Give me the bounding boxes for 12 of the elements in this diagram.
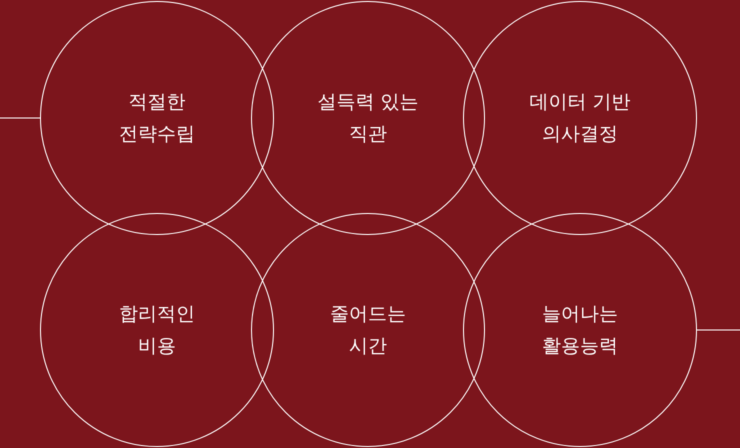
circle-label: 늘어나는 활용능력 <box>541 302 619 359</box>
circle-node <box>40 1 274 235</box>
circle-node <box>251 1 485 235</box>
circle-label: 적절한 전략수립 <box>118 90 196 147</box>
circle-label: 설득력 있는 직관 <box>316 90 420 147</box>
circle-node <box>463 1 697 235</box>
circle-label: 줄어드는 시간 <box>329 302 407 359</box>
circle-node <box>463 213 697 447</box>
circle-node <box>40 213 274 447</box>
circle-label: 데이터 기반 의사결정 <box>528 90 632 147</box>
circle-node <box>251 213 485 447</box>
circle-label: 합리적인 비용 <box>118 302 196 359</box>
